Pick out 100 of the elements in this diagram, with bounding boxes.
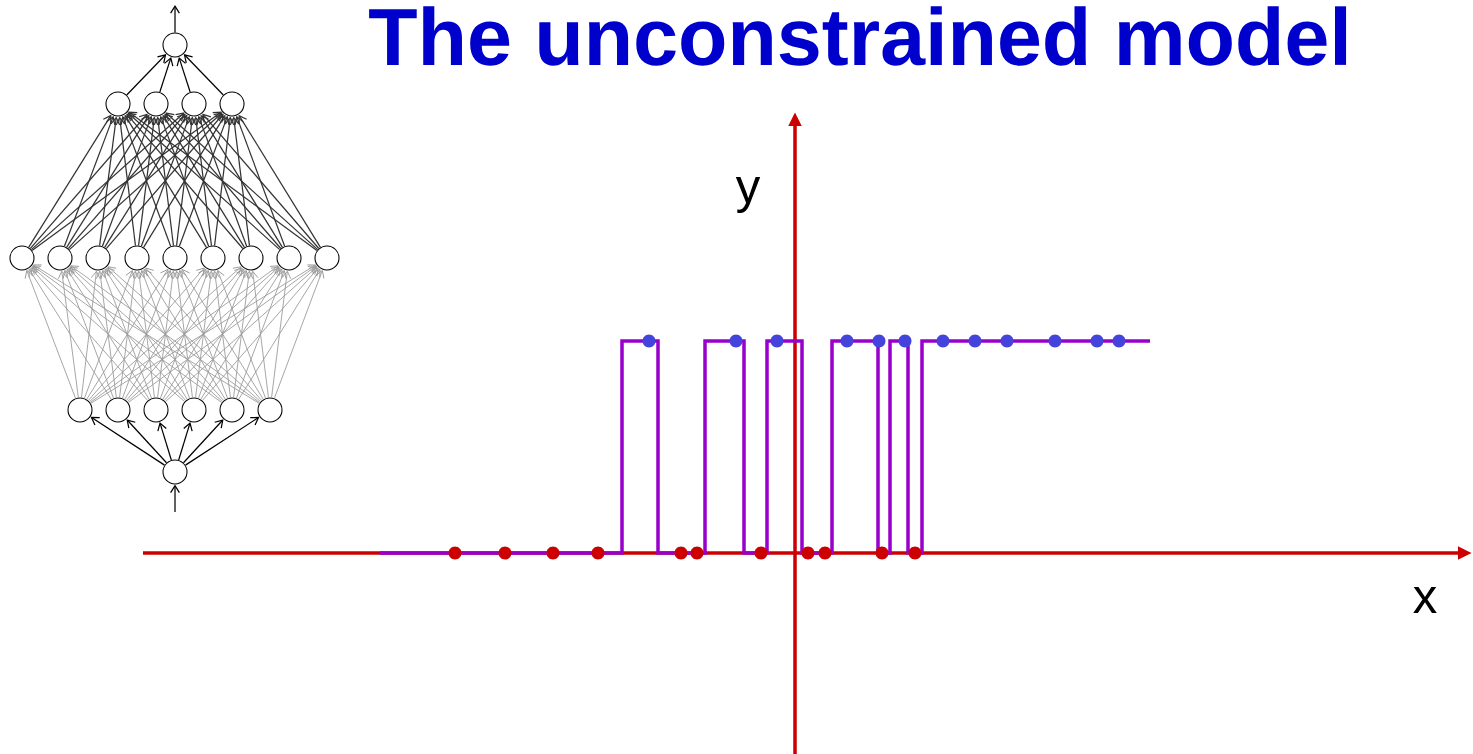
- connection-line: [57, 270, 79, 398]
- arrow: [229, 116, 251, 247]
- connection-line: [62, 270, 114, 399]
- arrow: [101, 115, 154, 247]
- neuron-circle: [47, 245, 73, 271]
- neuron-circle: [143, 397, 169, 423]
- title: The unconstrained model: [369, 6, 1347, 66]
- arrow: [159, 56, 174, 93]
- arrow: [127, 112, 281, 251]
- arrow: [157, 421, 172, 461]
- neuron-circle: [85, 245, 111, 271]
- arrow: [170, 5, 180, 34]
- connection-line: [159, 270, 211, 399]
- neuron-circle: [105, 397, 131, 423]
- arrow: [162, 114, 246, 248]
- arrow: [66, 114, 150, 248]
- arrow: [128, 111, 318, 252]
- arrow: [196, 115, 248, 247]
- arrow: [176, 56, 191, 93]
- neuron-circle: [257, 397, 283, 423]
- arrow: [31, 111, 222, 252]
- arrow: [30, 112, 185, 251]
- arrow: [184, 416, 260, 466]
- connection-line: [95, 270, 117, 398]
- arrow: [191, 116, 213, 247]
- arrow: [213, 116, 235, 247]
- connection-line: [235, 270, 287, 399]
- neuron-circle: [238, 245, 264, 271]
- arrow: [124, 114, 208, 248]
- connection-line: [177, 270, 229, 399]
- neuron-circle: [181, 397, 207, 423]
- arrow: [115, 116, 137, 247]
- connection-line: [215, 270, 267, 399]
- connection-line: [145, 267, 263, 401]
- neuron-circle: [276, 245, 302, 271]
- neuron-circle: [9, 245, 35, 271]
- arrow: [28, 114, 112, 248]
- connection-line: [124, 268, 207, 400]
- connection-line: [162, 268, 245, 400]
- connection-line: [139, 270, 191, 399]
- arrow: [200, 114, 284, 248]
- connection-line: [134, 270, 155, 398]
- connection-line: [32, 265, 223, 404]
- connection-line: [164, 266, 318, 403]
- arrow: [67, 113, 186, 250]
- connection-line: [106, 267, 225, 401]
- connection-line: [233, 270, 254, 398]
- connection-line: [273, 270, 325, 399]
- arrow: [183, 54, 224, 96]
- arrow: [202, 113, 320, 250]
- neuron-circle: [67, 397, 93, 423]
- arrow: [29, 113, 148, 250]
- connection-line: [32, 264, 260, 404]
- arrow: [99, 116, 121, 247]
- arrow: [142, 114, 226, 248]
- connection-line: [195, 270, 216, 398]
- arrow: [165, 112, 319, 251]
- connection-line: [121, 270, 173, 399]
- arrow: [90, 416, 166, 466]
- connection-line: [248, 270, 269, 398]
- connection-line: [107, 266, 262, 403]
- connection-line: [104, 268, 188, 400]
- neuron-circle: [219, 91, 245, 117]
- connection-line: [31, 266, 186, 403]
- connection-line: [28, 268, 112, 400]
- connection-line: [119, 270, 140, 398]
- neuron-circle: [181, 91, 207, 117]
- arrow: [178, 115, 230, 247]
- connection-line: [81, 270, 101, 398]
- arrow: [182, 419, 224, 464]
- neuron-circle: [162, 245, 188, 271]
- connection-line: [24, 270, 76, 399]
- connection-line: [100, 270, 152, 399]
- connection-line: [66, 268, 150, 400]
- arrow: [153, 116, 175, 247]
- connection-line: [87, 267, 205, 401]
- arrow: [126, 419, 168, 464]
- arrow: [175, 116, 197, 247]
- connection-line: [201, 267, 319, 401]
- arrow: [238, 114, 322, 248]
- connection-line: [90, 264, 317, 404]
- arrow: [158, 115, 210, 247]
- connection-line: [126, 266, 280, 403]
- connection-line: [89, 265, 279, 404]
- neuron-circle: [162, 32, 188, 58]
- arrow: [234, 115, 286, 247]
- arrow: [126, 113, 244, 250]
- arrow: [104, 114, 188, 248]
- connection-line: [68, 267, 187, 401]
- connection-line: [69, 266, 224, 403]
- neuron-circle: [124, 245, 150, 271]
- arrow: [63, 115, 116, 247]
- connection-line: [88, 266, 242, 403]
- neuron-circle: [162, 459, 188, 485]
- connection-line: [143, 268, 226, 400]
- arrow: [170, 484, 180, 513]
- connection-line: [127, 265, 317, 404]
- connection-line: [30, 267, 149, 401]
- arrow: [140, 115, 192, 247]
- connection-line: [271, 270, 292, 398]
